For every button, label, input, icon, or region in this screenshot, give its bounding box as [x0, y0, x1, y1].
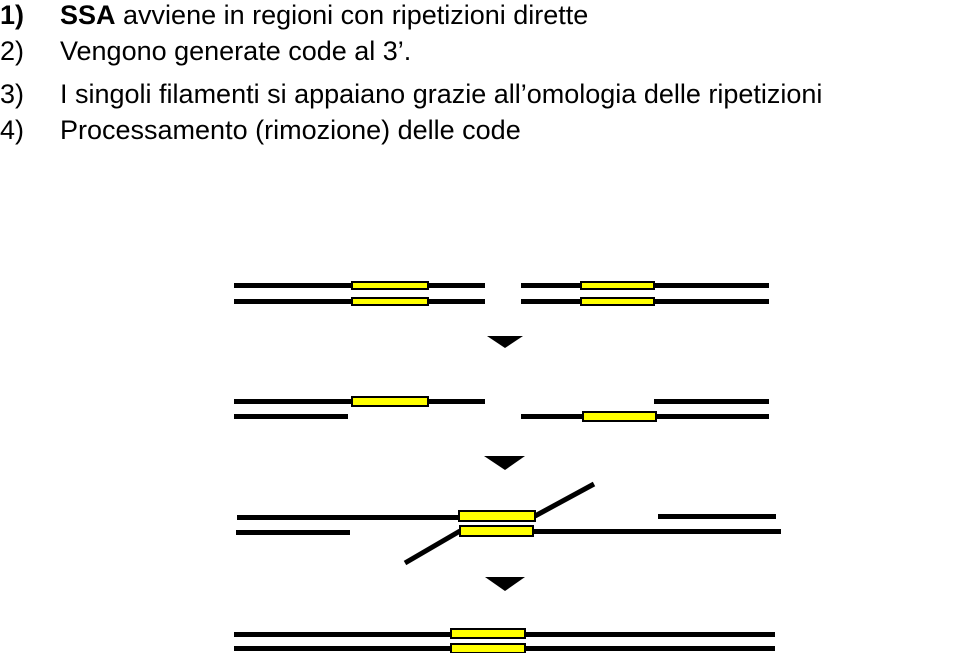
repeat-box [351, 396, 429, 407]
step-number: 3) [0, 79, 25, 109]
step-number: 1) [0, 0, 25, 30]
repeat-box [582, 411, 657, 422]
dna-strand [533, 529, 781, 534]
dna-strand [237, 515, 459, 520]
dna-strand [654, 399, 769, 404]
dna-strand [234, 299, 352, 304]
tail-flap [403, 528, 462, 566]
stage-3-prime-tails [234, 396, 769, 422]
down-arrow-icon [484, 456, 525, 470]
dna-strand [654, 299, 769, 304]
repeat-box [580, 297, 655, 306]
dna-strand [654, 283, 769, 288]
step-number: 2) [0, 36, 25, 66]
repeat-box [580, 281, 655, 290]
stage-double-strand-break [234, 281, 769, 306]
down-arrow-icon [487, 336, 523, 348]
step-description: Vengono generate code al 3’. [60, 36, 412, 66]
dna-strand [428, 399, 485, 404]
dna-strand [521, 299, 581, 304]
dna-strand [234, 283, 352, 288]
dna-strand [234, 646, 451, 651]
dna-strand [428, 299, 485, 304]
repeat-box [450, 643, 526, 653]
repeat-box [450, 628, 526, 639]
step-description: avviene in regioni con ripetizioni diret… [115, 0, 589, 30]
step-number: 4) [0, 115, 25, 145]
step-description: I singoli filamenti si appaiano grazie a… [60, 79, 823, 109]
dna-strand [428, 283, 485, 288]
dna-strand [525, 632, 775, 637]
tail-flap [533, 481, 596, 519]
stage-annealing [236, 481, 781, 566]
dna-strand [234, 632, 451, 637]
dna-strand [521, 414, 583, 419]
dna-strand [236, 530, 350, 535]
dna-strand [234, 414, 348, 419]
dna-strand [521, 283, 581, 288]
step-text: SSA avviene in regioni con ripetizioni d… [60, 0, 588, 30]
dna-strand [525, 646, 775, 651]
repeat-box [459, 525, 534, 537]
dna-strand [234, 399, 352, 404]
dna-strand [656, 414, 769, 419]
step-keyword: SSA [60, 0, 116, 30]
repeat-box [351, 297, 429, 306]
dna-strand [658, 514, 776, 519]
repeat-box [458, 510, 536, 522]
step-description: Processamento (rimozione) delle code [60, 115, 521, 145]
repeat-box [351, 281, 429, 290]
down-arrow-icon [485, 577, 525, 591]
stage-tails-removed [234, 628, 775, 653]
